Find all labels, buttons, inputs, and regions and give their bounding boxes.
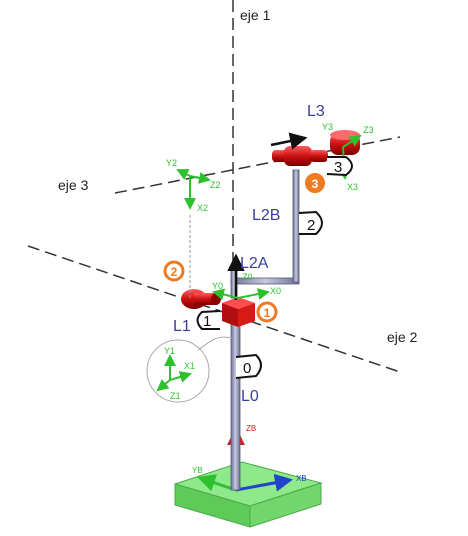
frame-0-x-label: X0 [270, 286, 281, 296]
frame-0-y-label: Y0 [212, 281, 223, 291]
axis-eje-2-line [27, 245, 401, 373]
svg-text:1: 1 [203, 313, 211, 330]
frame-2-x-label: X2 [197, 203, 208, 213]
joint-1-body [222, 297, 255, 327]
base-y-label: YB [192, 466, 203, 475]
joint-2-badge: 2 [163, 260, 185, 282]
base-z-label: ZB [246, 424, 256, 433]
link-l0-bar [230, 321, 241, 491]
axis-eje-1-label: eje 1 [240, 7, 271, 23]
frame-1-x-label: X1 [184, 361, 195, 371]
svg-text:3: 3 [334, 159, 342, 176]
link-l2a-label: L2A [240, 255, 269, 272]
svg-text:2: 2 [307, 217, 315, 234]
axis-eje-2-label: eje 2 [387, 329, 418, 345]
svg-text:3: 3 [312, 177, 319, 191]
frame-1-y-label: Y1 [164, 346, 175, 356]
base-y-axis [197, 474, 237, 492]
frame-3-y-label: Y3 [322, 122, 333, 132]
link-number-2-tag: 2 [298, 210, 323, 235]
frame-0-z-label: Z0 [242, 272, 253, 282]
base-x-axis [235, 473, 293, 492]
link-number-3-tag: 3 [326, 156, 353, 177]
frame-0-y-axis [212, 288, 239, 301]
frame-3-z-label: Z3 [363, 125, 374, 135]
base-plate [173, 461, 323, 528]
frame-1-z-label: Z1 [170, 391, 181, 401]
frame-2-z-axis [189, 172, 211, 184]
frame-3-x-label: X3 [347, 182, 358, 192]
svg-text:1: 1 [264, 306, 271, 320]
base-x-label: XB [296, 474, 307, 483]
frame-3-z-axis [342, 134, 362, 148]
frame-1-inset [146, 336, 233, 403]
frame-2-y-label: Y2 [166, 158, 177, 168]
link-number-0-tag: 0 [235, 353, 262, 379]
joint-1-badge: 1 [256, 301, 278, 323]
link-l0-label: L0 [241, 388, 259, 405]
svg-text:2: 2 [171, 265, 178, 279]
link-l3-label: L3 [307, 103, 325, 120]
link-l2b-label: L2B [252, 207, 280, 224]
frame-0-x-axis [237, 288, 270, 300]
frame-2-z-label: Z2 [210, 180, 221, 190]
link-l1-label: L1 [173, 318, 191, 335]
frame-2-y-axis [176, 169, 191, 180]
joint-3-direction-arrow [270, 132, 308, 150]
link-number-1-tag: 1 [196, 310, 221, 330]
joint-3-badge: 3 [305, 173, 325, 193]
axis-eje-3-label: eje 3 [58, 177, 89, 193]
svg-text:0: 0 [243, 360, 251, 377]
